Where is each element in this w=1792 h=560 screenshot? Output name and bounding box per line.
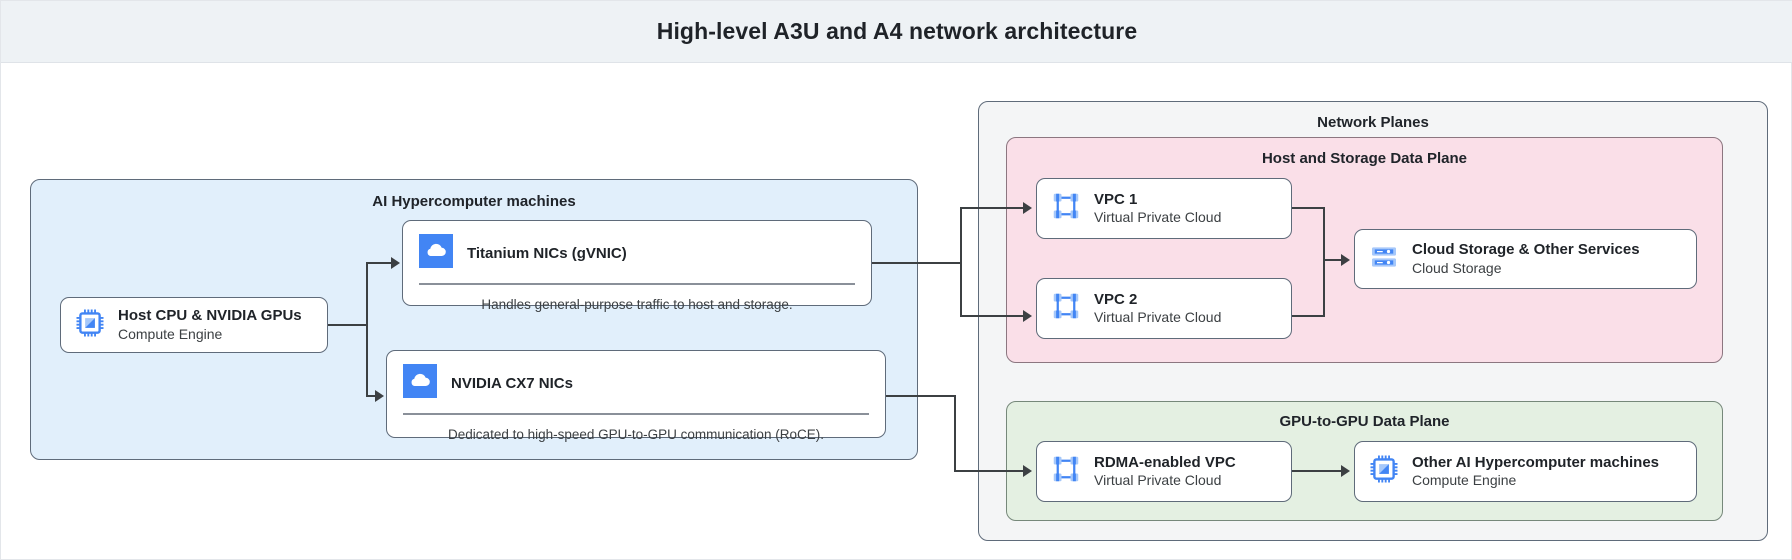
node-subtitle: Virtual Private Cloud bbox=[1094, 209, 1222, 226]
vpc-icon bbox=[1051, 454, 1081, 489]
connector-rdma-to-other-machines bbox=[1292, 470, 1343, 473]
node-nvidia-cx7-nics-head: NVIDIA CX7 NICs bbox=[387, 351, 885, 413]
arrow-to-titanium-nics bbox=[391, 257, 400, 269]
cpu-chip-icon bbox=[75, 308, 105, 343]
connector-cx7-to-gpu-plane bbox=[886, 395, 956, 398]
node-subtitle: Compute Engine bbox=[118, 325, 223, 342]
node-subtitle: Compute Engine bbox=[1412, 472, 1517, 489]
node-caption: Handles general-purpose traffic to host … bbox=[481, 296, 793, 312]
node-title: RDMA-enabled VPC bbox=[1094, 453, 1236, 471]
node-titanium-nics[interactable]: Titanium NICs (gVNIC) Handles general-pu… bbox=[402, 220, 872, 312]
node-title: Titanium NICs (gVNIC) bbox=[467, 245, 627, 262]
node-nvidia-cx7-nics[interactable]: NVIDIA CX7 NICs Dedicated to high-speed … bbox=[386, 350, 886, 442]
node-caption: Dedicated to high-speed GPU-to-GPU commu… bbox=[448, 426, 824, 442]
node-title: VPC 1 bbox=[1094, 190, 1138, 208]
connector-trunk-to-cx7 bbox=[366, 395, 376, 398]
node-title: NVIDIA CX7 NICs bbox=[451, 375, 573, 392]
connector-vpc1-out bbox=[1292, 207, 1325, 210]
arrow-to-rdma-vpc bbox=[1023, 465, 1032, 477]
node-vpc-1[interactable]: VPC 1 Virtual Private Cloud bbox=[1036, 178, 1292, 239]
cloud-icon bbox=[419, 234, 453, 273]
connector-gpu-plane-to-rdma bbox=[954, 470, 1025, 473]
node-host-cpu-gpu[interactable]: Host CPU & NVIDIA GPUs Compute Engine bbox=[60, 297, 328, 353]
connector-planes-split-vertical bbox=[960, 207, 963, 317]
connector-host-to-trunk bbox=[328, 324, 368, 327]
divider bbox=[419, 283, 855, 285]
node-subtitle: Cloud Storage bbox=[1412, 259, 1502, 276]
node-subtitle: Virtual Private Cloud bbox=[1094, 309, 1222, 326]
vpc-icon bbox=[1051, 191, 1081, 226]
node-other-ai-hypercomputer-machines-text: Other AI Hypercomputer machines Compute … bbox=[1412, 453, 1659, 490]
node-vpc-2[interactable]: VPC 2 Virtual Private Cloud bbox=[1036, 278, 1292, 339]
connector-vpc2-out bbox=[1292, 315, 1325, 318]
node-vpc-2-text: VPC 2 Virtual Private Cloud bbox=[1094, 290, 1221, 327]
divider bbox=[403, 413, 869, 415]
node-title: Host CPU & NVIDIA GPUs bbox=[118, 307, 302, 325]
node-rdma-enabled-vpc-text: RDMA-enabled VPC Virtual Private Cloud bbox=[1094, 453, 1236, 490]
connector-titanium-to-planes bbox=[872, 262, 962, 265]
arrow-to-vpc-1 bbox=[1023, 202, 1032, 214]
node-other-ai-hypercomputer-machines[interactable]: Other AI Hypercomputer machines Compute … bbox=[1354, 441, 1697, 502]
arrow-to-cloud-storage bbox=[1341, 254, 1350, 266]
arrow-to-other-machines bbox=[1341, 465, 1350, 477]
cloud-storage-icon bbox=[1369, 242, 1399, 277]
diagram-header: High-level A3U and A4 network architectu… bbox=[1, 1, 1792, 63]
node-vpc-1-text: VPC 1 Virtual Private Cloud bbox=[1094, 190, 1221, 227]
ai-hypercomputer-machines-title: AI Hypercomputer machines bbox=[372, 193, 576, 210]
arrow-to-vpc-2 bbox=[1023, 310, 1032, 322]
page-title: High-level A3U and A4 network architectu… bbox=[656, 18, 1138, 44]
arrow-to-nvidia-cx7-nics bbox=[375, 390, 384, 402]
connector-merge-to-cloud-storage bbox=[1323, 259, 1343, 262]
node-host-cpu-gpu-text: Host CPU & NVIDIA GPUs Compute Engine bbox=[118, 306, 302, 343]
connector-trunk-to-titanium bbox=[366, 262, 392, 265]
connector-trunk-vertical bbox=[366, 263, 369, 397]
vpc-icon bbox=[1051, 291, 1081, 326]
connector-split-to-vpc2 bbox=[960, 315, 1025, 318]
connector-split-to-vpc1 bbox=[960, 207, 1025, 210]
node-title: Other AI Hypercomputer machines bbox=[1412, 453, 1660, 471]
node-title: VPC 2 bbox=[1094, 290, 1138, 308]
node-cloud-storage[interactable]: Cloud Storage & Other Services Cloud Sto… bbox=[1354, 229, 1697, 289]
connector-vpc-merge-vertical bbox=[1323, 207, 1326, 317]
node-titanium-nics-head: Titanium NICs (gVNIC) bbox=[403, 221, 871, 283]
gpu-to-gpu-data-plane-title: GPU-to-GPU Data Plane bbox=[1279, 413, 1450, 430]
network-planes-title: Network Planes bbox=[1317, 114, 1429, 131]
node-title: Cloud Storage & Other Services bbox=[1412, 241, 1640, 259]
node-cloud-storage-text: Cloud Storage & Other Services Cloud Sto… bbox=[1412, 240, 1640, 277]
cloud-icon bbox=[403, 364, 437, 403]
node-rdma-enabled-vpc[interactable]: RDMA-enabled VPC Virtual Private Cloud bbox=[1036, 441, 1292, 502]
host-and-storage-data-plane-title: Host and Storage Data Plane bbox=[1261, 150, 1468, 167]
cpu-chip-icon bbox=[1369, 454, 1399, 489]
node-subtitle: Virtual Private Cloud bbox=[1094, 472, 1222, 489]
connector-gpu-plane-vertical bbox=[954, 395, 957, 472]
